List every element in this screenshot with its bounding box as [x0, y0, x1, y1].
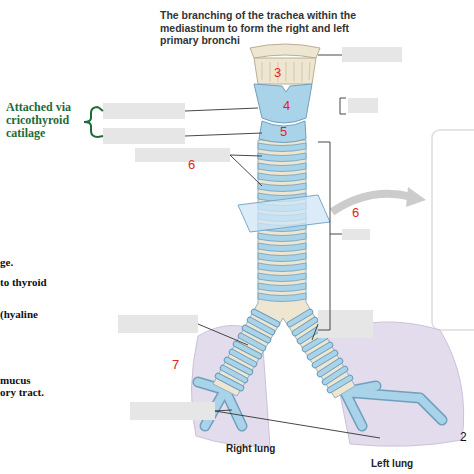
- cartilage-ring: [258, 293, 306, 302]
- cartilage-ring: [258, 283, 306, 292]
- cartilage-ring: [258, 263, 306, 272]
- cartilage-ring: [258, 143, 306, 152]
- blank-label-box: [318, 310, 373, 338]
- cartilage-ring: [258, 253, 306, 262]
- cropped-note: to thyroid: [0, 276, 47, 288]
- secondary-bronchus-outline: [345, 386, 442, 426]
- bracket: [318, 142, 342, 330]
- callout-number: 7: [172, 358, 179, 372]
- diagram-title: The branching of the trachea within the …: [160, 9, 356, 47]
- cropped-note: mucus: [0, 374, 31, 386]
- bracket: [340, 98, 346, 114]
- blank-label-box: [135, 148, 230, 162]
- bronchial-ring-outline: [218, 312, 277, 388]
- leader-line: [215, 410, 380, 438]
- green-brace: [84, 107, 103, 137]
- leader-line: [198, 324, 248, 345]
- cartilage-ring: [258, 233, 306, 242]
- annotation-note: Attached via cricothyroid catilage: [6, 101, 84, 140]
- blank-label-box: [103, 128, 185, 144]
- cartilage-ring: [258, 243, 306, 252]
- blank-label-box: [103, 103, 185, 119]
- cropped-note: (hyaline: [0, 308, 38, 320]
- bronchial-ring: [218, 312, 277, 388]
- leader-line: [185, 108, 258, 111]
- blank-label-box: [118, 315, 198, 333]
- callout-number: 6: [188, 158, 195, 172]
- leader-line: [230, 155, 262, 186]
- thyroid-cartilage: [254, 84, 312, 123]
- callout-number: 3: [274, 66, 281, 80]
- part-name: Left lung: [371, 458, 413, 469]
- section-plane: [238, 195, 330, 232]
- callout-number: 6: [352, 206, 359, 220]
- callout-number: 5: [280, 125, 287, 139]
- trachea-body: [213, 140, 355, 398]
- arrow-head: [406, 187, 426, 207]
- leader-line: [318, 55, 342, 56]
- section-arrow: [332, 194, 412, 212]
- cartilage-ring: [258, 173, 306, 182]
- secondary-bronchus: [345, 386, 442, 426]
- leader-line: [185, 133, 262, 136]
- thyrohyoid-membrane: [254, 58, 316, 84]
- hyoid-bone: [250, 44, 320, 58]
- leader-line: [312, 324, 318, 340]
- cartilage-ring: [258, 153, 306, 162]
- blank-label-box: [342, 47, 402, 62]
- cartilage-ring: [258, 163, 306, 172]
- cartilage-ring: [258, 183, 306, 192]
- blank-label-box: [342, 229, 370, 240]
- membrane-striations: [262, 62, 310, 82]
- part-name: Right lung: [226, 443, 275, 454]
- blank-label-box: [348, 98, 378, 113]
- cropped-note: ge.: [0, 256, 13, 268]
- page-number: 2: [460, 431, 467, 444]
- callout-number: 4: [283, 99, 290, 113]
- cartilage-ring: [258, 273, 306, 282]
- panel-outline: [432, 130, 474, 330]
- cricoid-cartilage: [259, 121, 306, 143]
- cropped-note: ory tract.: [0, 386, 44, 398]
- blank-label-box: [130, 402, 215, 420]
